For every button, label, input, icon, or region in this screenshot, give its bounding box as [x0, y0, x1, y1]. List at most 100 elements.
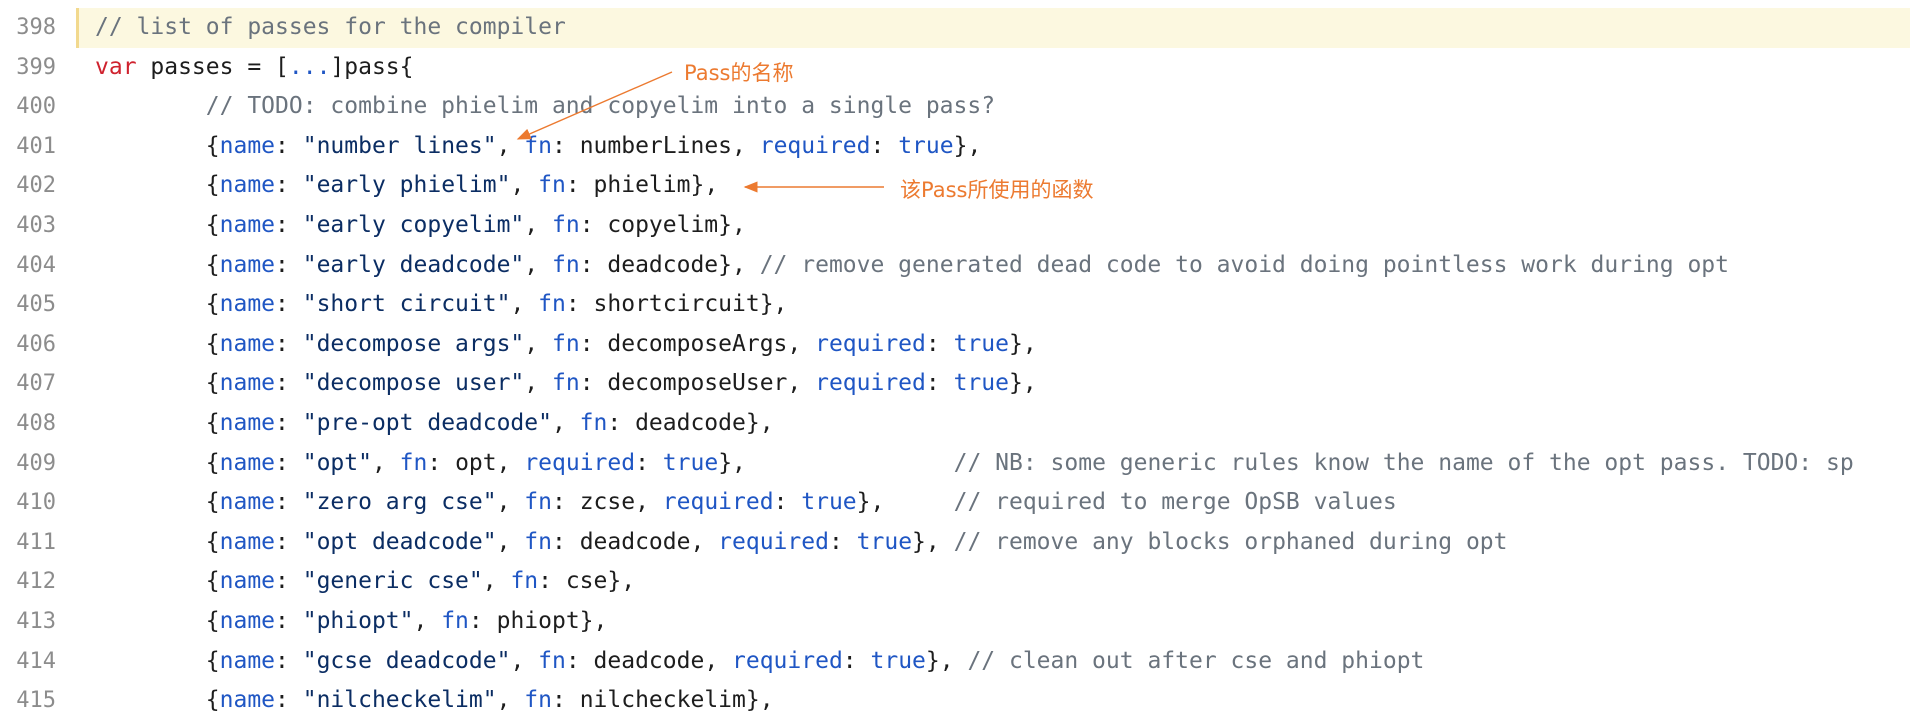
line-number[interactable]: 412 [16, 569, 56, 595]
code-token-string: "number lines" [302, 132, 497, 159]
code-line: 403 {name: "early copyelim", fn: copyeli… [0, 206, 1920, 246]
code-token-plain: : phielim}, [565, 172, 719, 199]
code-line: 414 {name: "gcse deadcode", fn: deadcode… [0, 642, 1920, 682]
code-token-comment: // remove generated dead code to avoid d… [759, 251, 1730, 278]
line-number[interactable]: 407 [16, 371, 56, 397]
code-token-comment: // required to merge OpSB values [953, 489, 1397, 516]
code-token-plain: , [524, 211, 552, 238]
line-number[interactable]: 411 [16, 529, 56, 555]
code-token-plain: , [510, 291, 539, 318]
code-token-plain: , [482, 568, 511, 595]
code-token-plain: }, [1008, 370, 1037, 397]
code-token-string: "decompose args" [302, 330, 525, 357]
line-number[interactable]: 402 [16, 173, 56, 199]
line-number[interactable]: 414 [16, 648, 56, 674]
code-token-string: "pre-opt deadcode" [302, 409, 552, 436]
code-token-key: name [219, 607, 276, 634]
code-token-plain: : [275, 607, 303, 634]
code-token-plain: }, [1008, 330, 1037, 357]
line-number[interactable]: 409 [16, 450, 56, 476]
code-token-key: fn [399, 449, 428, 476]
line-number[interactable]: 410 [16, 490, 56, 516]
code-token-plain: : [275, 172, 303, 199]
code-token-bool: true [662, 449, 719, 476]
code-token-plain: { [95, 607, 220, 634]
code-token-plain: : decomposeArgs, [579, 330, 816, 357]
code-token-plain: }, [912, 528, 954, 555]
code-token-plain: : deadcode, [565, 647, 733, 674]
line-highlight [76, 8, 1910, 48]
code-text: {name: "nilcheckelim", fn: nilcheckelim}… [95, 681, 1910, 721]
code-token-key: required [524, 449, 636, 476]
line-number[interactable]: 404 [16, 252, 56, 278]
code-token-string: "gcse deadcode" [302, 647, 511, 674]
code-token-key: fn [538, 172, 566, 199]
code-token-plain: : [275, 528, 303, 555]
code-token-key: name [219, 211, 276, 238]
line-number[interactable]: 406 [16, 331, 56, 357]
code-token-plain: { [95, 172, 220, 199]
code-token-plain: , [524, 251, 552, 278]
code-token-string: "opt deadcode" [302, 528, 497, 555]
line-number[interactable]: 400 [16, 94, 56, 120]
line-number[interactable]: 408 [16, 410, 56, 436]
code-token-plain: { [95, 449, 220, 476]
code-token-key: name [219, 528, 276, 555]
code-line: 412 {name: "generic cse", fn: cse}, [0, 562, 1920, 602]
code-line: 413 {name: "phiopt", fn: phiopt}, [0, 602, 1920, 642]
code-line: 415 {name: "nilcheckelim", fn: nilchecke… [0, 681, 1920, 721]
line-number[interactable]: 398 [16, 15, 56, 40]
code-token-string: "phiopt" [302, 607, 414, 634]
code-text: var passes = [...]pass{ [95, 48, 1910, 88]
code-token-key: name [219, 568, 276, 595]
code-line: 407 {name: "decompose user", fn: decompo… [0, 364, 1920, 404]
code-token-plain: : [925, 370, 954, 397]
code-text: {name: "short circuit", fn: shortcircuit… [95, 285, 1910, 325]
code-token-plain: , [496, 132, 525, 159]
pass-name-annotation: Pass的名称 [684, 61, 794, 85]
code-token-key: fn [551, 370, 580, 397]
code-token-bool: true [953, 330, 1009, 357]
line-number[interactable]: 415 [16, 688, 56, 714]
code-view: 398 // list of passes for the compiler 399… [0, 8, 1920, 721]
code-token-plain: , [524, 370, 552, 397]
code-token-plain: : [870, 132, 899, 159]
code-token-plain: , [496, 687, 525, 714]
code-token-key: fn [551, 211, 580, 238]
code-token-plain: : zcse, [552, 489, 663, 516]
code-token-plain: { [95, 528, 220, 555]
code-token-key: name [219, 370, 276, 397]
line-number[interactable]: 405 [16, 292, 56, 318]
code-token-plain: : [828, 528, 857, 555]
code-line: 402 {name: "early phielim", fn: phielim}… [0, 166, 1920, 206]
code-token-plain: : [275, 291, 303, 318]
code-token-key: name [219, 687, 276, 714]
code-token-string: "early phielim" [302, 172, 511, 199]
code-token-plain: { [95, 687, 220, 714]
code-token-plain: , [551, 409, 580, 436]
code-token-plain: , [413, 607, 442, 634]
code-token-plain: }, [718, 449, 954, 476]
code-token-plain: passes = [ [136, 53, 289, 80]
line-number[interactable]: 401 [16, 133, 56, 159]
line-number[interactable]: 403 [16, 212, 56, 238]
code-line: 400 // TODO: combine phielim and copyeli… [0, 87, 1920, 127]
line-number[interactable]: 399 [16, 54, 56, 80]
code-text: // list of passes for the compiler [95, 8, 1910, 48]
code-token-plain: : nilcheckelim}, [552, 687, 774, 714]
code-token-plain: : [275, 330, 303, 357]
code-token-plain: : [925, 330, 954, 357]
code-token-keyword: var [95, 53, 137, 80]
code-token-plain: : [275, 489, 303, 516]
code-token-plain: : [275, 449, 303, 476]
code-token-plain: { [95, 132, 220, 159]
line-number[interactable]: 413 [16, 608, 56, 634]
code-text: {name: "early deadcode", fn: deadcode}, … [95, 246, 1910, 286]
code-token-plain: : opt, [427, 449, 525, 476]
code-token-key: fn [510, 568, 539, 595]
code-token-key: ... [288, 53, 331, 80]
code-token-plain: { [95, 489, 220, 516]
code-token-key: name [219, 449, 276, 476]
code-token-plain: , [496, 489, 525, 516]
code-token-comment: // NB: some generic rules know the name … [953, 449, 1854, 476]
